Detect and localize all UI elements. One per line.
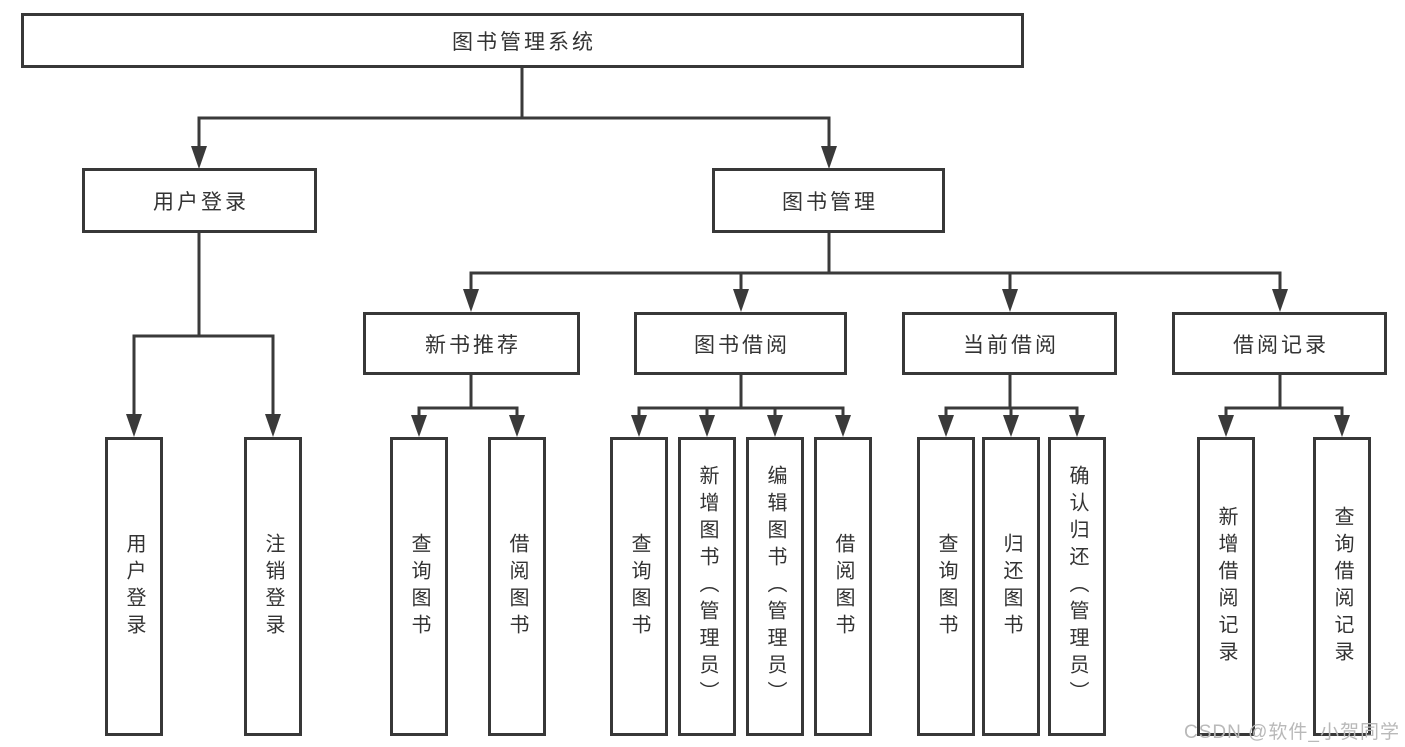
leaf-new-rec-borrow-book: 借阅图书 bbox=[488, 437, 546, 736]
leaf-current-borrow-query-book: 查询图书 bbox=[917, 437, 975, 736]
leaf-logout-login: 注销登录 bbox=[244, 437, 302, 736]
leaf-label: 查询图书 bbox=[628, 532, 650, 641]
node-label: 新书推荐 bbox=[425, 333, 521, 357]
leaf-new-rec-query-book: 查询图书 bbox=[390, 437, 448, 736]
leaf-label: 归还图书 bbox=[1000, 532, 1022, 641]
leaf-label: 编辑图书（管理员） bbox=[764, 465, 786, 708]
leaf-label: 用户登录 bbox=[123, 532, 145, 641]
leaf-current-borrow-return-book: 归还图书 bbox=[982, 437, 1040, 736]
leaf-book-borrow-borrow-book: 借阅图书 bbox=[814, 437, 872, 736]
arrowhead-down bbox=[699, 415, 715, 437]
arrowhead-down bbox=[509, 415, 525, 437]
connector-root-to-level2 bbox=[191, 66, 837, 169]
connector-new-rec-to-leaves bbox=[411, 374, 525, 437]
leaf-label: 查询借阅记录 bbox=[1331, 505, 1353, 668]
leaf-label: 借阅图书 bbox=[506, 532, 528, 641]
node-label: 当前借阅 bbox=[963, 333, 1059, 357]
arrowhead-down bbox=[265, 414, 281, 437]
leaf-label: 新增借阅记录 bbox=[1215, 505, 1237, 668]
arrowhead-down bbox=[126, 414, 142, 437]
leaf-book-borrow-query-book: 查询图书 bbox=[610, 437, 668, 736]
arrowhead-down bbox=[1003, 415, 1019, 437]
leaf-label: 新增图书（管理员） bbox=[696, 465, 718, 708]
leaf-label: 借阅图书 bbox=[832, 532, 854, 641]
arrowhead-down bbox=[733, 289, 749, 312]
arrowhead-down bbox=[767, 415, 783, 437]
arrowhead-down bbox=[821, 146, 837, 169]
node-label: 图书管理 bbox=[782, 190, 878, 214]
node-label: 借阅记录 bbox=[1233, 333, 1329, 357]
node-label: 图书借阅 bbox=[694, 333, 790, 357]
csdn-watermark: CSDN @软件_小贺同学 bbox=[1184, 722, 1400, 743]
arrowhead-down bbox=[1272, 289, 1288, 312]
arrowhead-down bbox=[1069, 415, 1085, 437]
node-user-login: 用户登录 bbox=[82, 168, 317, 233]
connector-book-borrow-to-leaves bbox=[631, 374, 851, 437]
node-book-management: 图书管理 bbox=[712, 168, 945, 233]
leaf-borrow-records-query-record: 查询借阅记录 bbox=[1313, 437, 1371, 736]
arrowhead-down bbox=[411, 415, 427, 437]
arrowhead-down bbox=[1002, 289, 1018, 312]
node-book-borrow: 图书借阅 bbox=[634, 312, 847, 375]
leaf-label: 确认归还（管理员） bbox=[1066, 465, 1088, 708]
node-new-book-recommend: 新书推荐 bbox=[363, 312, 580, 375]
arrowhead-down bbox=[631, 415, 647, 437]
connector-book-mgmt-to-level3 bbox=[463, 232, 1288, 312]
arrowhead-down bbox=[463, 289, 479, 312]
arrowhead-down bbox=[938, 415, 954, 437]
node-library-management-system: 图书管理系统 bbox=[21, 13, 1024, 68]
node-current-borrow: 当前借阅 bbox=[902, 312, 1117, 375]
leaf-label: 查询图书 bbox=[408, 532, 430, 641]
arrowhead-down bbox=[835, 415, 851, 437]
node-borrow-records: 借阅记录 bbox=[1172, 312, 1387, 375]
leaf-book-borrow-add-book-admin: 新增图书（管理员） bbox=[678, 437, 736, 736]
connector-current-borrow-to-leaves bbox=[938, 374, 1085, 437]
leaf-label: 注销登录 bbox=[262, 532, 284, 641]
connector-borrow-records-to-leaves bbox=[1218, 374, 1350, 437]
arrowhead-down bbox=[1334, 415, 1350, 437]
leaf-borrow-records-add-record: 新增借阅记录 bbox=[1197, 437, 1255, 736]
node-label: 图书管理系统 bbox=[452, 30, 596, 54]
leaf-book-borrow-edit-book-admin: 编辑图书（管理员） bbox=[746, 437, 804, 736]
leaf-user-login: 用户登录 bbox=[105, 437, 163, 736]
leaf-label: 查询图书 bbox=[935, 532, 957, 641]
arrowhead-down bbox=[1218, 415, 1234, 437]
connector-user-login-to-leaves bbox=[126, 232, 281, 437]
node-label: 用户登录 bbox=[153, 190, 249, 214]
arrowhead-down bbox=[191, 146, 207, 169]
leaf-current-borrow-confirm-return-admin: 确认归还（管理员） bbox=[1048, 437, 1106, 736]
